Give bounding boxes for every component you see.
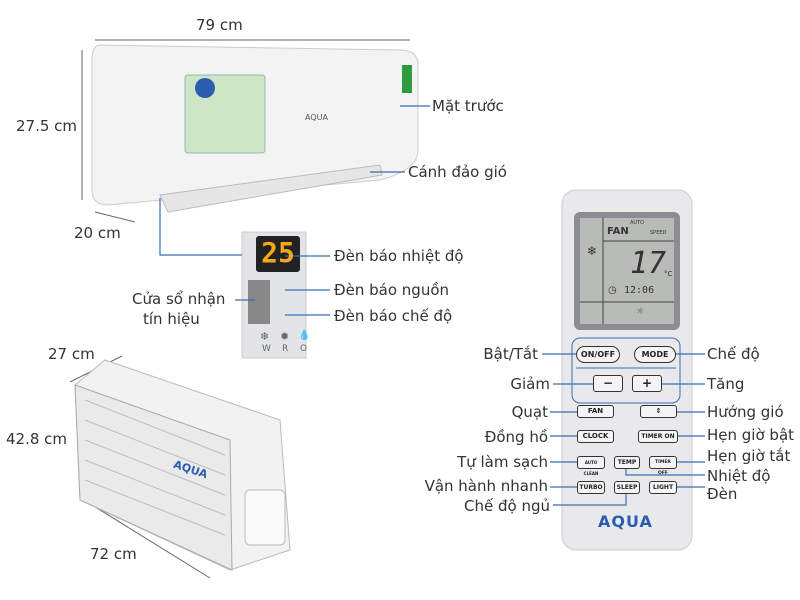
outdoor-unit-image bbox=[74, 359, 291, 571]
lcd-auto: AUTO bbox=[630, 220, 645, 226]
label-auto-clean: Tự làm sạch bbox=[457, 453, 548, 471]
auto-clean-button[interactable]: AUTO CLEAN bbox=[577, 456, 605, 476]
label-sleep: Chế độ ngủ bbox=[464, 497, 550, 515]
remote-image bbox=[561, 189, 693, 551]
svg-text:AQUA: AQUA bbox=[305, 113, 328, 122]
label-onoff: Bật/Tắt bbox=[483, 345, 538, 363]
sleep-button[interactable]: SLEEP bbox=[614, 481, 640, 494]
clock-button[interactable]: CLOCK bbox=[577, 430, 614, 443]
mode-letter-o: O bbox=[300, 344, 308, 354]
label-clock: Đồng hồ bbox=[484, 428, 548, 446]
indoor-depth: 20 cm bbox=[74, 224, 121, 242]
label-light: Đèn bbox=[707, 485, 738, 503]
mode-button[interactable]: MODE bbox=[634, 346, 676, 363]
display-temperature: 25 bbox=[261, 236, 295, 269]
label-temp: Nhiệt độ bbox=[707, 467, 771, 485]
snowflake-icon: ❄ bbox=[260, 330, 270, 343]
lcd-temperature: 17 bbox=[630, 246, 667, 281]
label-mode-indicator: Đèn báo chế độ bbox=[334, 307, 453, 325]
timer-off-button[interactable]: TIMER OFF bbox=[649, 456, 677, 476]
temp-button[interactable]: TEMP bbox=[614, 456, 640, 469]
label-receiver-1: Cửa sổ nhận bbox=[132, 290, 226, 308]
label-swing: Hướng gió bbox=[707, 403, 784, 421]
minus-button[interactable]: − bbox=[593, 375, 623, 392]
outdoor-height: 42.8 cm bbox=[6, 430, 68, 448]
label-power-indicator: Đèn báo nguồn bbox=[334, 281, 450, 299]
lcd-clock-icon: ◷ bbox=[608, 285, 617, 296]
lcd-clock: 12:06 bbox=[624, 285, 655, 296]
label-turbo: Vận hành nhanh bbox=[424, 477, 548, 495]
remote-brand-logo: AQUA bbox=[598, 512, 653, 531]
droplet-icon: 💧 bbox=[298, 330, 311, 341]
label-timer-on: Hẹn giờ bật bbox=[707, 426, 795, 444]
indoor-height: 27.5 cm bbox=[16, 117, 78, 135]
label-louver: Cánh đảo gió bbox=[408, 163, 507, 181]
label-receiver-2: tín hiệu bbox=[143, 310, 200, 328]
indoor-display-panel bbox=[241, 231, 307, 359]
label-mode: Chế độ bbox=[707, 345, 760, 363]
outdoor-width: 72 cm bbox=[90, 545, 137, 563]
label-temp-indicator: Đèn báo nhiệt độ bbox=[334, 247, 464, 265]
mode-letter-w: W bbox=[262, 344, 271, 354]
label-minus: Giảm bbox=[510, 375, 550, 393]
plus-button[interactable]: + bbox=[632, 375, 662, 392]
lcd-light-icon: ☼ bbox=[636, 307, 645, 317]
outdoor-depth: 27 cm bbox=[48, 345, 95, 363]
indoor-unit-image: AQUA bbox=[91, 44, 419, 213]
label-front-panel: Mặt trước bbox=[432, 97, 504, 115]
fan-button[interactable]: FAN bbox=[577, 405, 614, 418]
indoor-width: 79 cm bbox=[196, 16, 243, 34]
light-button[interactable]: LIGHT bbox=[649, 481, 677, 494]
swing-button[interactable]: ⇕ bbox=[640, 405, 677, 418]
mode-letter-r: R bbox=[282, 344, 289, 354]
sun-icon: ✹ bbox=[280, 330, 290, 343]
label-fan: Quạt bbox=[511, 403, 548, 421]
lcd-unit: °C bbox=[664, 270, 673, 278]
turbo-button[interactable]: TURBO bbox=[577, 481, 605, 494]
onoff-button[interactable]: ON/OFF bbox=[576, 346, 620, 363]
lcd-speed: SPEED bbox=[650, 230, 667, 236]
lcd-snowflake-icon: ❄ bbox=[587, 244, 598, 258]
label-timer-off: Hẹn giờ tắt bbox=[707, 447, 791, 465]
lcd-fan: FAN bbox=[607, 226, 629, 237]
label-plus: Tăng bbox=[707, 375, 745, 393]
timer-on-button[interactable]: TIMER ON bbox=[638, 430, 678, 443]
leader-lines bbox=[159, 105, 705, 506]
